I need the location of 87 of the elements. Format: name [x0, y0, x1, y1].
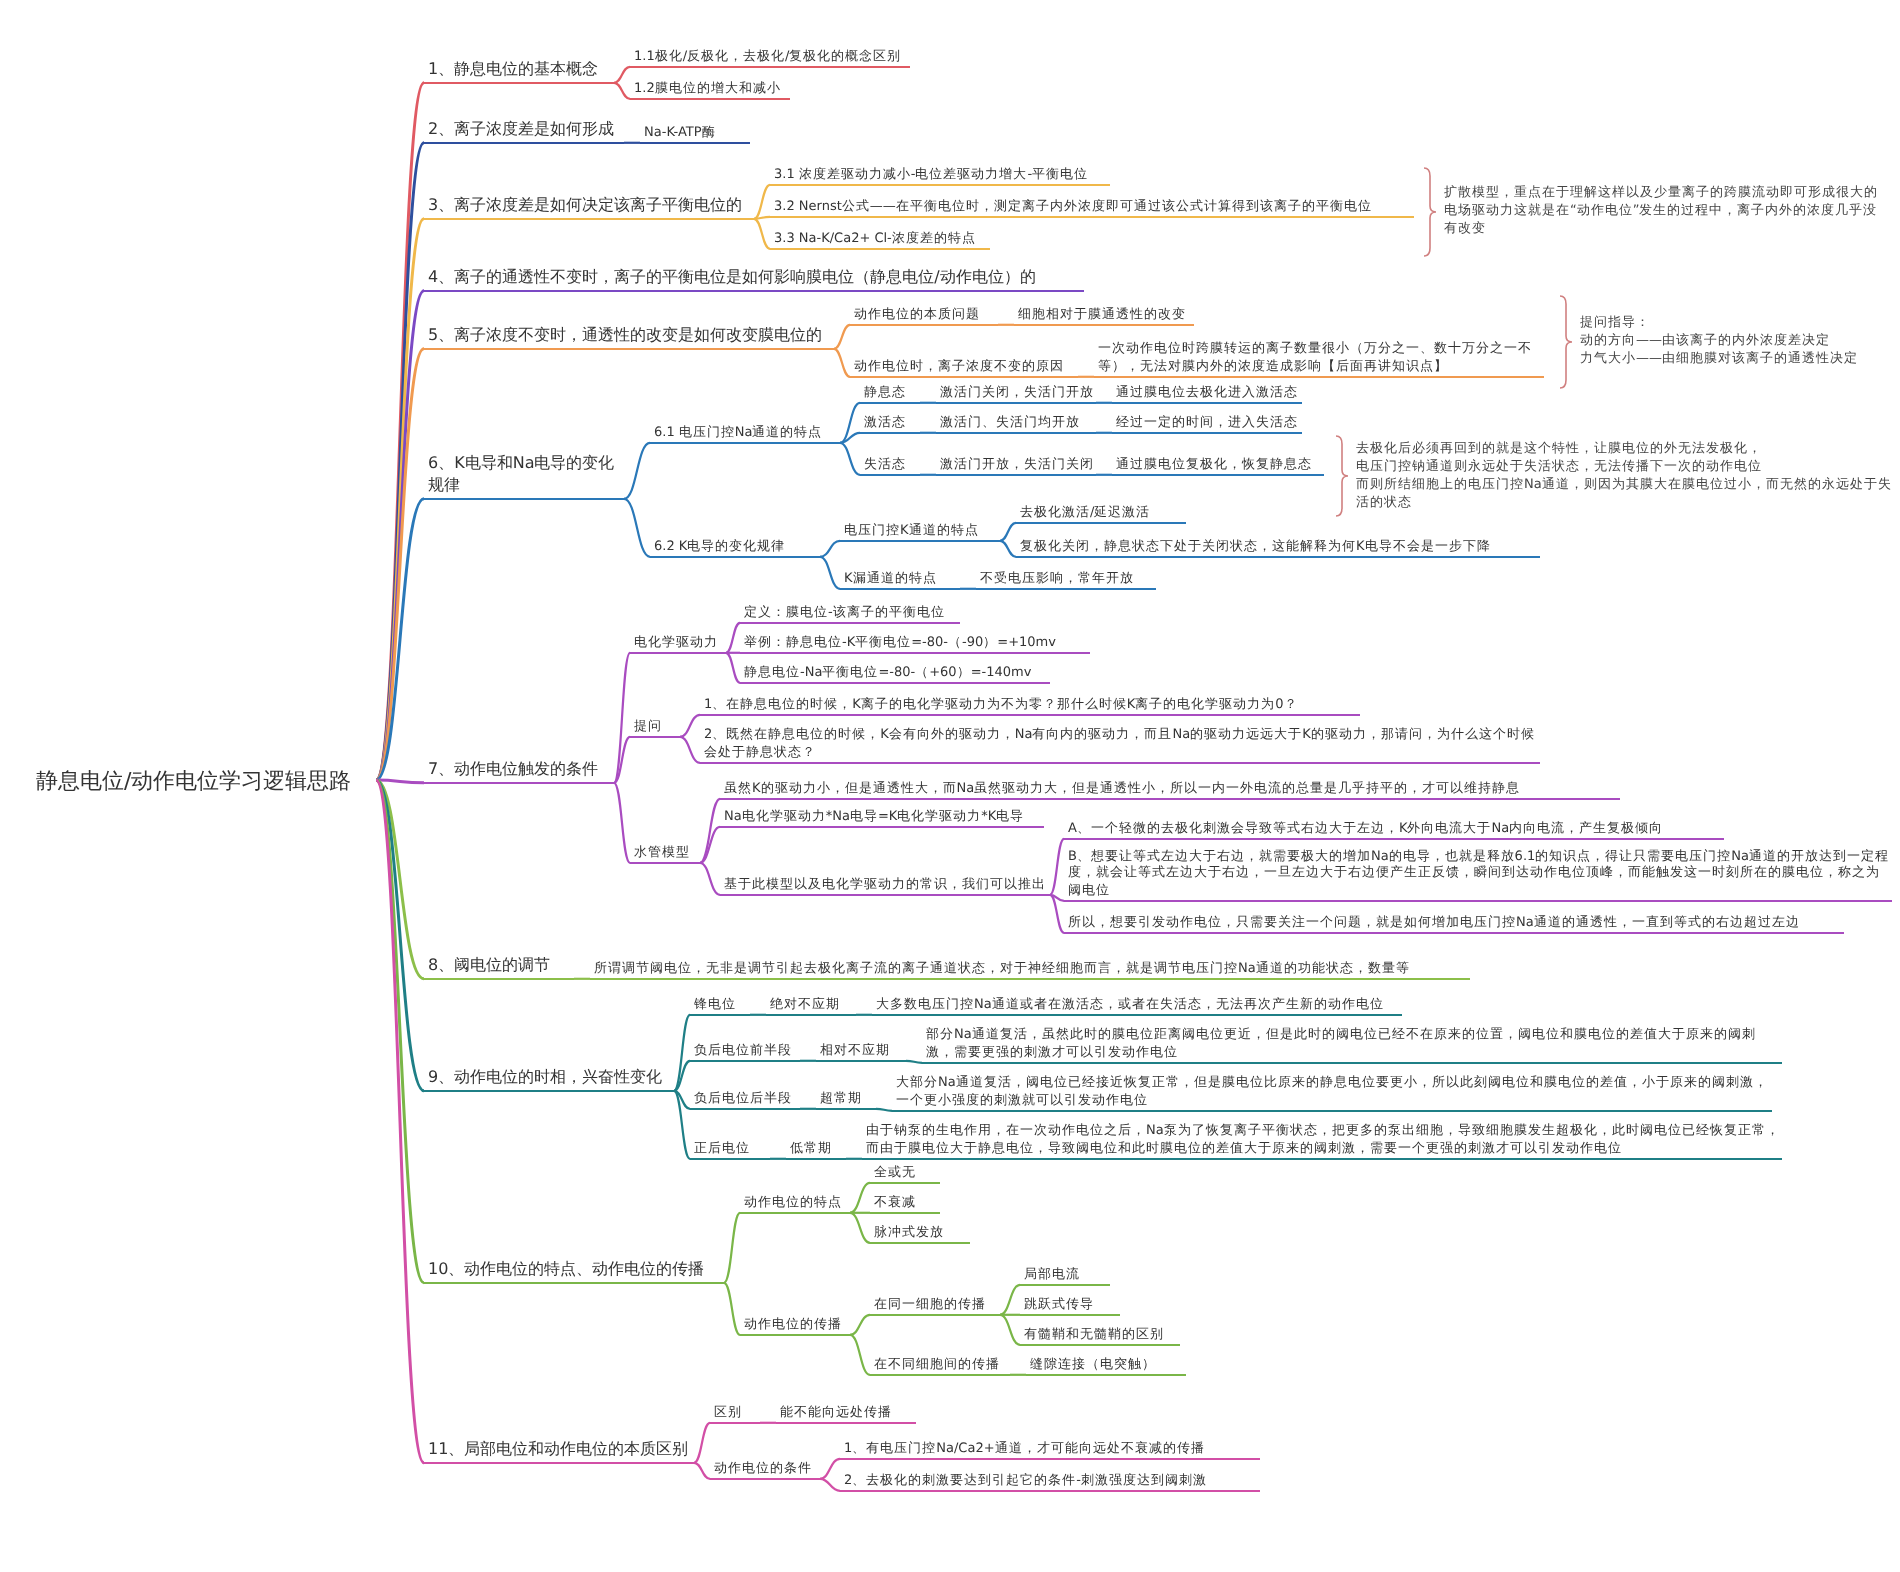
branch-line	[849, 1211, 871, 1244]
branch-line	[833, 323, 851, 350]
branch-line	[920, 473, 936, 476]
main-topic: 4、离子的通透性不变时，离子的平衡电位是如何影响膜电位（静息电位/动作电位）的	[424, 267, 1084, 292]
main-topic: 3、离子浓度差是如何决定该离子平衡电位的	[424, 195, 754, 220]
branch-line	[374, 779, 426, 1464]
branch-line	[613, 735, 631, 784]
branch-line	[374, 779, 426, 1284]
branch-line	[849, 1333, 871, 1376]
branch-line	[999, 1283, 1021, 1316]
branch-line	[1049, 893, 1065, 934]
branch-line	[1049, 893, 1065, 902]
branch-line	[693, 1461, 711, 1480]
branch-line	[1096, 431, 1112, 434]
main-topic: 1、静息电位的基本概念	[424, 59, 614, 84]
branch-line	[999, 521, 1017, 542]
branch-line	[723, 1212, 741, 1284]
branch-line	[753, 215, 771, 220]
branch-line	[849, 1313, 871, 1336]
branch-line	[679, 735, 701, 764]
branch-line	[725, 621, 741, 654]
branch-line	[574, 977, 590, 980]
branch-line	[750, 1013, 766, 1016]
branch-line	[839, 431, 861, 444]
branch-line	[760, 1421, 776, 1424]
branch-line	[613, 782, 631, 864]
branch-line	[613, 65, 631, 84]
branch-line	[613, 81, 631, 100]
main-topic: 11、局部电位和动作电位的本质区别	[424, 1439, 694, 1464]
branch-line	[819, 1457, 841, 1480]
branch-line	[819, 555, 841, 590]
branch-line	[376, 778, 424, 785]
branch-line	[920, 401, 936, 404]
branch-line	[1078, 375, 1094, 378]
branch-line	[839, 401, 861, 444]
branch-line	[673, 1014, 691, 1092]
branch-line	[960, 587, 976, 590]
branch-line	[753, 217, 771, 250]
branch-line	[753, 183, 771, 220]
branch-line	[850, 1211, 870, 1214]
branch-line	[623, 441, 651, 500]
branch-line	[846, 1157, 862, 1160]
branch-line	[624, 141, 640, 144]
branch-line	[374, 779, 426, 1092]
branch-line	[770, 1157, 786, 1160]
branch-line	[1000, 1313, 1020, 1316]
branch-line	[725, 651, 741, 684]
central-topic: 静息电位/动作电位学习逻辑思路	[36, 764, 372, 800]
main-topic: 10、动作电位的特点、动作电位的传播	[424, 1259, 724, 1284]
branch-line	[1010, 1373, 1026, 1376]
branch-line	[673, 1089, 691, 1110]
branch-line	[1096, 473, 1112, 476]
branch-line	[375, 778, 425, 981]
branch-line	[693, 1421, 711, 1464]
main-topic: 2、离子浓度差是如何形成	[424, 119, 624, 144]
branch-line	[723, 1281, 741, 1336]
branch-line	[623, 497, 651, 558]
branch-line	[839, 441, 861, 476]
branch-line	[726, 651, 740, 654]
branch-line	[800, 1107, 816, 1110]
branch-line	[673, 1059, 691, 1092]
branch-line	[679, 713, 701, 738]
branch-line	[999, 1313, 1021, 1346]
branch-line	[1096, 401, 1112, 404]
branch-line	[699, 825, 721, 864]
branch-line	[819, 1477, 841, 1492]
branch-line	[998, 323, 1014, 326]
main-topic: 6、K电导和Na电导的变化规律	[424, 454, 624, 500]
main-topic: 5、离子浓度不变时，通透性的改变是如何改变膜电位的	[424, 325, 834, 350]
main-topic: 7、动作电位触发的条件	[424, 759, 614, 784]
branch-line	[613, 652, 631, 784]
branch-line	[800, 1059, 816, 1062]
branch-line	[875, 1107, 893, 1112]
branch-line	[699, 861, 721, 896]
main-topic: 9、动作电位的时相，兴奋性变化	[424, 1067, 674, 1092]
branch-line	[374, 497, 426, 782]
branch-line	[833, 347, 851, 378]
main-topic: 8、阈电位的调节	[424, 955, 574, 980]
branch-line	[819, 539, 841, 558]
branch-line	[699, 797, 721, 864]
branch-line	[673, 1090, 691, 1160]
branch-line	[1049, 838, 1065, 896]
branch-line	[849, 1181, 871, 1214]
branch-line	[920, 431, 936, 434]
branch-line	[856, 1013, 872, 1016]
branch-line	[999, 539, 1017, 558]
branch-line	[905, 1059, 923, 1064]
